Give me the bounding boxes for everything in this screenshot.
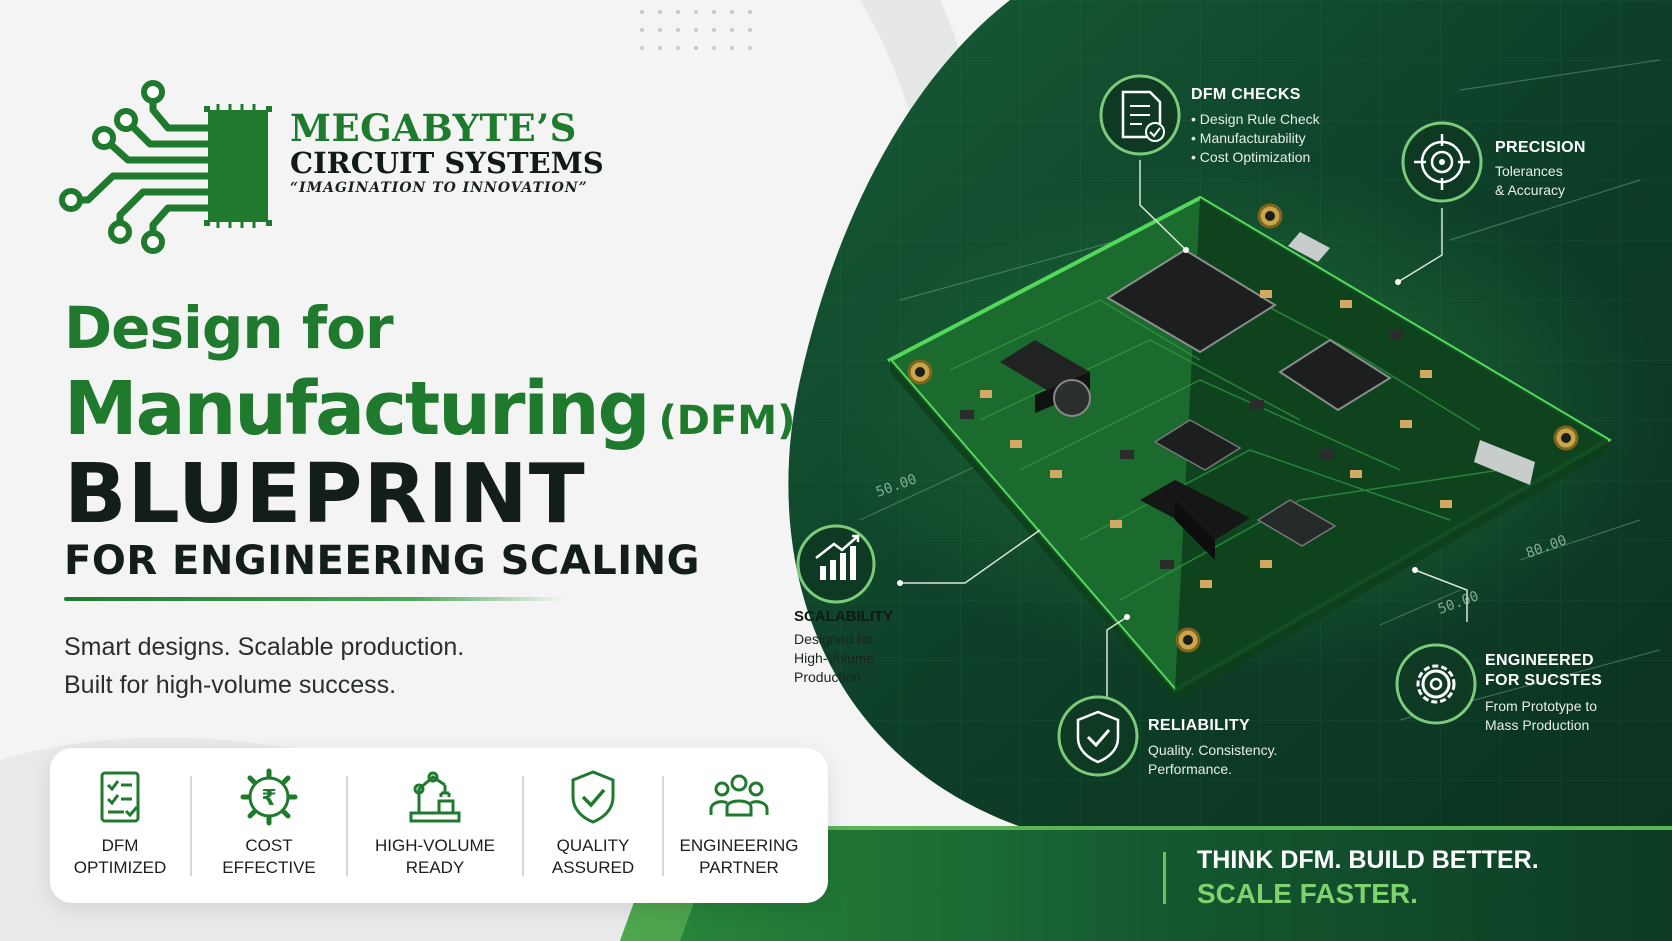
gear-icon [1395,643,1477,725]
headline-divider [64,597,564,601]
headline-line-1: Design for [64,294,394,362]
shield-check-icon [1057,695,1139,777]
team-icon [709,774,769,816]
scalability-title: SCALABILITY [794,608,894,625]
feature-divider [522,775,524,876]
dfm-checks-item: • Manufacturability [1191,130,1306,146]
feature-label: ENGINEERING [679,835,799,855]
engineered-title: FOR SUCSTES [1485,672,1603,689]
brand-subtitle: CIRCUIT SYSTEMS [290,146,604,180]
feature-label: DFM [101,835,139,855]
cta-line-2: SCALE FASTER. [1197,878,1418,909]
feature-label: QUALITY [556,835,630,855]
reliability-item: Quality. Consistency. [1148,742,1278,758]
feature-divider [346,775,348,876]
feature-label: EFFECTIVE [222,857,316,877]
headline-engineering-scaling: FOR ENGINEERING SCALING [64,538,700,585]
circuit-logo-icon [59,80,272,254]
document-check-icon [1099,74,1181,156]
tagline: Smart designs. Scalable production. Buil… [64,628,464,704]
feature-label: OPTIMIZED [73,857,167,877]
headline-dfm: (DFM) [658,398,796,444]
precision-item: Tolerances [1495,163,1563,179]
crosshair-icon [1401,121,1483,203]
tagline-line-1: Smart designs. Scalable production. [64,633,465,661]
rupee-gear-icon: ₹ [240,768,298,825]
cta-accent-bar [1163,852,1166,904]
reliability-item: Performance. [1148,761,1233,777]
headline: Design for Manufacturing(DFM) BLUEPRINT … [64,294,795,584]
feature-divider [662,775,664,876]
brand-logo: MEGABYTE’S CIRCUIT SYSTEMS “IMAGINATION … [58,80,604,255]
circuit-board [886,195,1612,702]
growth-chart-icon [796,524,876,604]
dfm-checks-title: DFM CHECKS [1191,86,1301,103]
engineered-item: From Prototype to [1485,698,1598,714]
headline-line-2: Manufacturing(DFM) [64,366,795,452]
headline-blueprint: BLUEPRINT [64,447,586,542]
feature-label: COST [245,835,293,855]
feature-label: READY [405,857,465,877]
scalability-item: Designed for [794,631,874,647]
feature-label: PARTNER [699,857,779,877]
precision-title: PRECISION [1495,139,1586,156]
feature-label: HIGH-VOLUME [375,835,495,855]
precision-item: & Accuracy [1495,182,1566,198]
scalability-item: Production [794,669,861,685]
brand-tagline: “IMAGINATION TO INNOVATION” [290,180,588,196]
cta-line-1: THINK DFM. BUILD BETTER. [1197,846,1539,874]
dfm-checks-item: • Design Rule Check [1191,111,1320,127]
reliability-title: RELIABILITY [1148,717,1250,734]
headline-manufacturing: Manufacturing [64,366,650,452]
robot-arm-icon [409,771,461,822]
engineered-title: ENGINEERED [1485,652,1594,669]
brand-name: MEGABYTE’S [290,106,577,150]
dfm-checks-item: • Cost Optimization [1191,149,1311,165]
checklist-icon [100,771,140,822]
feature-divider [190,775,192,876]
feature-label: ASSURED [551,857,635,877]
shield-check-icon [571,769,615,824]
tagline-line-2: Built for high-volume success. [64,671,397,699]
scalability-item: High-Volume [794,650,875,666]
engineered-item: Mass Production [1485,717,1590,733]
svg-text:₹: ₹ [261,786,276,811]
